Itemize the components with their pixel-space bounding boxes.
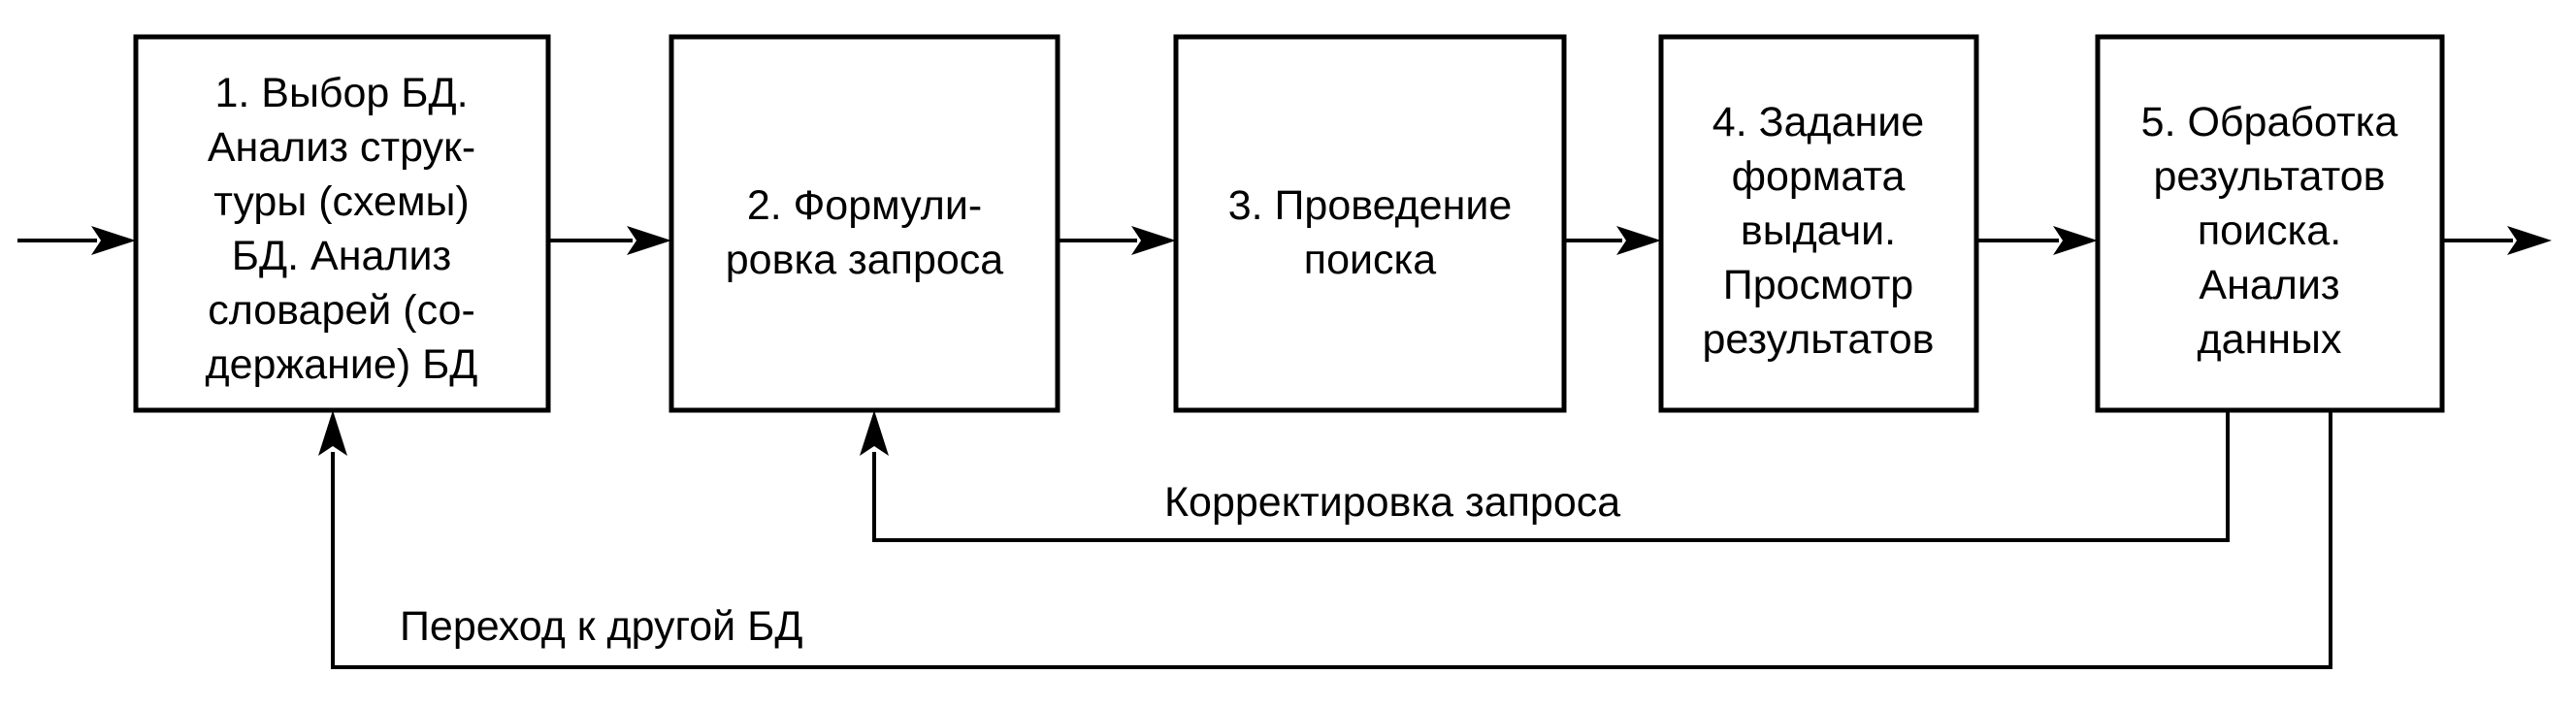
arrow-2-to-3 xyxy=(1058,226,1176,255)
step-1-box: 1. Выбор БД. Анализ струк- туры (схемы) … xyxy=(133,34,551,413)
step-3-line-2: поиска xyxy=(1304,237,1436,283)
feedback-switch-db-arrow xyxy=(318,410,2332,669)
step-1-line-3: туры (схемы) xyxy=(213,178,470,225)
arrow-1-to-2 xyxy=(548,226,671,255)
step-5-line-5: данных xyxy=(2198,316,2342,363)
output-arrow xyxy=(2442,226,2552,255)
step-4-box: 4. Задание формата выдачи. Просмотр резу… xyxy=(1658,34,1979,413)
step-1-line-1: 1. Выбор БД. xyxy=(214,70,468,116)
step-4-line-3: выдачи. xyxy=(1741,208,1896,254)
step-1-line-4: БД. Анализ xyxy=(232,233,451,279)
input-arrow xyxy=(17,226,136,255)
step-1-line-5: словарей (со- xyxy=(208,287,475,334)
step-5-line-1: 5. Обработка xyxy=(2141,99,2398,145)
step-4-line-5: результатов xyxy=(1703,316,1935,363)
arrow-4-to-5 xyxy=(1976,226,2098,255)
step-5-line-4: Анализ xyxy=(2199,262,2339,308)
step-5-line-3: поиска. xyxy=(2198,208,2341,254)
step-1-line-6: держание) БД xyxy=(206,341,478,388)
step-5-box: 5. Обработка результатов поиска. Анализ … xyxy=(2095,34,2445,413)
arrow-3-to-4 xyxy=(1564,226,1661,255)
step-4-line-4: Просмотр xyxy=(1723,262,1913,308)
step-5-line-2: результатов xyxy=(2154,153,2386,200)
feedback-query-correction-arrow xyxy=(860,410,2230,542)
step-4-line-2: формата xyxy=(1732,153,1906,200)
step-1-line-2: Анализ струк- xyxy=(208,124,475,171)
step-3-box: 3. Проведение поиска xyxy=(1173,34,1567,413)
step-2-line-2: ровка запроса xyxy=(726,237,1004,283)
step-4-line-1: 4. Задание xyxy=(1712,99,1924,145)
feedback-query-correction-label: Корректировка запроса xyxy=(1164,479,1620,526)
step-3-line-1: 3. Проведение xyxy=(1228,182,1513,229)
step-2-line-1: 2. Формули- xyxy=(747,182,982,229)
step-2-box: 2. Формули- ровка запроса xyxy=(668,34,1060,413)
feedback-switch-db-label: Переход к другой БД xyxy=(400,603,802,650)
